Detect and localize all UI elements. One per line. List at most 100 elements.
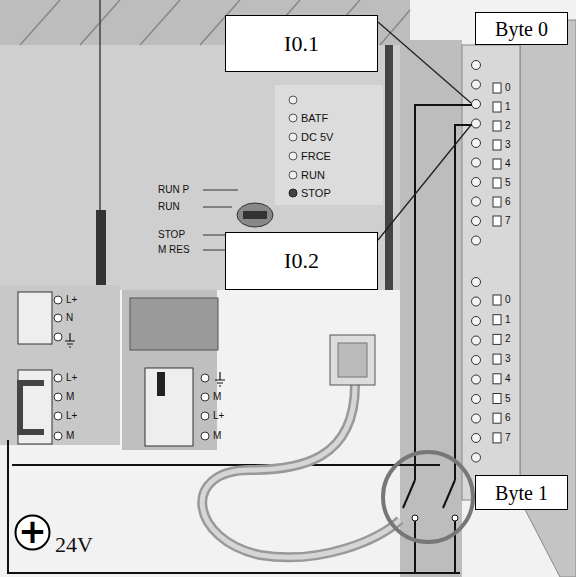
terminal-screw [472, 236, 481, 245]
cpu-power-terminal [201, 393, 209, 401]
power-supply [18, 370, 52, 444]
channel-number: 5 [505, 394, 511, 404]
mode-switch [203, 207, 232, 208]
switch-symbol [452, 515, 458, 521]
status-led [289, 133, 297, 141]
callout-text: Byte 0 [495, 19, 548, 39]
cpu-power-terminal [157, 372, 165, 396]
callout-text: I0.2 [284, 250, 319, 272]
switch-symbol [414, 521, 416, 573]
power-supply [65, 333, 75, 347]
supply-wire [12, 464, 440, 466]
polarity-symbol: + [14, 514, 51, 551]
cpu-power-terminal [122, 290, 225, 450]
mode-label: STOP [158, 230, 185, 240]
terminal-screw [472, 61, 481, 70]
leader-line [378, 22, 471, 103]
terminal-screw [472, 80, 481, 89]
supply-wire [8, 440, 460, 573]
cpu-housing [0, 0, 410, 290]
cpu-power-terminal [145, 368, 193, 446]
channel-led [493, 216, 501, 226]
terminal-screw [472, 61, 481, 463]
channel-number: 6 [505, 197, 511, 207]
cpu-power-terminal [122, 290, 217, 450]
terminal-screw [472, 158, 481, 167]
status-led [289, 189, 297, 197]
led-label: DC 5V [301, 132, 333, 143]
channel-number: 2 [505, 121, 511, 131]
channel-led [493, 159, 501, 169]
channel-number: 1 [505, 102, 511, 112]
power-supply [54, 393, 62, 401]
channel-number: 5 [505, 178, 511, 188]
cpu-housing [0, 0, 410, 290]
mode-label: RUN [158, 202, 180, 212]
terminal-screw [472, 278, 481, 287]
channel-led [493, 394, 501, 404]
channel-led [493, 197, 501, 207]
switch-symbol [443, 480, 455, 508]
power-supply [0, 285, 120, 445]
channel-number: 3 [505, 140, 511, 150]
input-wire [455, 125, 472, 480]
cpu-housing [140, 0, 180, 45]
leader-line [378, 125, 471, 240]
power-supply [20, 383, 44, 432]
channel-led [493, 102, 501, 112]
channel-number: 6 [505, 413, 511, 423]
voltage-label: 24V [55, 534, 93, 556]
terminal-label: M [213, 392, 221, 402]
channel-number: 7 [505, 433, 511, 443]
terminal-screw [472, 434, 481, 443]
terminal-label: L+ [213, 411, 224, 421]
callout-text: I0.1 [284, 33, 319, 55]
byte-callout: Byte 1 [475, 475, 568, 510]
terminal-label: M [213, 431, 221, 441]
terminal-screw [472, 178, 481, 187]
address-callout: I0.1 [225, 15, 378, 72]
terminal-screw [472, 139, 481, 148]
mpi-cable [330, 335, 375, 385]
channel-led [493, 140, 501, 150]
channel-number: 0 [505, 83, 511, 93]
status-led [289, 171, 297, 179]
power-supply [54, 432, 62, 440]
channel-number: 4 [505, 159, 511, 169]
terminal-screw [472, 297, 481, 306]
terminal-screw [472, 100, 481, 109]
terminal-screw [472, 395, 481, 404]
switch-symbol [403, 480, 415, 508]
channel-led [493, 83, 501, 93]
power-supply [54, 314, 62, 322]
input-wire [415, 105, 472, 480]
mode-label: RUN P [158, 185, 189, 195]
mpi-cable [338, 343, 367, 377]
channel-led [493, 83, 501, 443]
led-label: FRCE [301, 151, 331, 162]
terminal-screw [472, 317, 481, 326]
mpi-cable [202, 385, 400, 557]
mpi-cable [202, 385, 400, 557]
cpu-housing [96, 210, 106, 285]
cpu-power-terminal [201, 432, 209, 440]
mpi-cable [202, 335, 400, 557]
terminal-label: L+ [66, 295, 77, 305]
channel-led [493, 334, 501, 344]
terminal-screw [472, 197, 481, 206]
channel-led [493, 178, 501, 188]
terminal-screw [472, 414, 481, 423]
power-supply [0, 285, 120, 445]
channel-led [493, 315, 501, 325]
mode-switch [243, 211, 267, 219]
terminal-screw [472, 453, 481, 462]
cpu-power-terminal [201, 412, 209, 420]
switch-symbol [412, 515, 418, 521]
address-callout: I0.2 [225, 232, 378, 290]
mode-switch [203, 190, 238, 191]
channel-number: 7 [505, 216, 511, 226]
terminal-label: M [66, 392, 74, 402]
plus-sign: + [18, 514, 47, 548]
